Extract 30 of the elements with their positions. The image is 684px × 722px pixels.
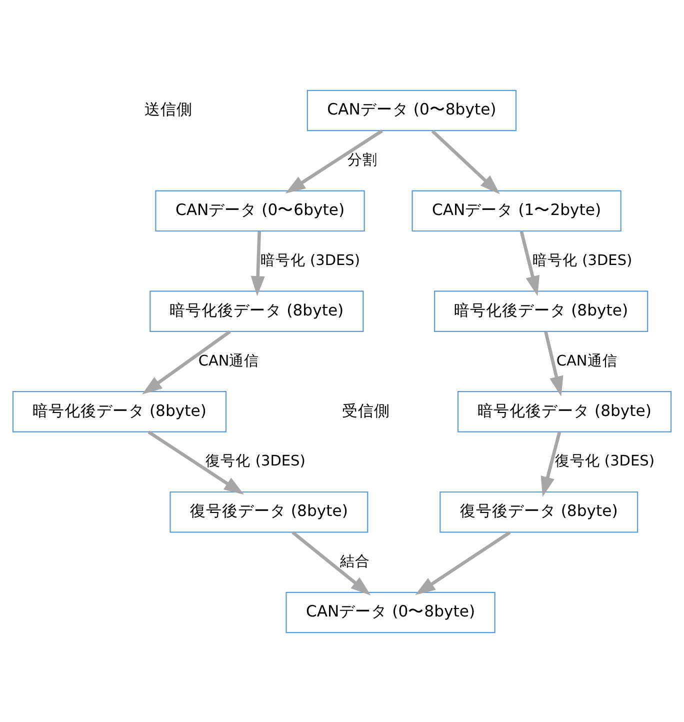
edge-label: 暗号化 (3DES) (532, 252, 632, 268)
arrow (285, 128, 383, 193)
node-box: 暗号化後データ (8byte) (457, 390, 672, 432)
edge-label: 結合 (340, 554, 370, 570)
node-box: 暗号化後データ (8byte) (150, 290, 364, 332)
arrow (540, 431, 562, 496)
edge-label: 復号化 (3DES) (554, 453, 655, 470)
node-box: CANデータ (0〜8byte) (286, 591, 496, 633)
edge-label: 復号化 (3DES) (206, 453, 306, 470)
arrow (148, 430, 244, 494)
arrow (142, 330, 231, 394)
edge-label: CAN通信 (198, 352, 260, 369)
arrow (431, 129, 500, 194)
label: 送信側 (144, 100, 193, 118)
arrow (415, 530, 511, 595)
arrow (292, 530, 371, 595)
node-box: CANデータ (0〜6byte) (155, 190, 365, 232)
edge-label: 暗号化 (3DES) (260, 252, 360, 268)
node-box: CANデータ (1〜2byte) (412, 190, 622, 232)
node-box: CANデータ (0〜8byte) (306, 89, 517, 131)
edge-label: CAN通信 (556, 352, 618, 369)
node-box: 復号後データ (8byte) (440, 490, 638, 532)
arrow (544, 330, 564, 396)
edge-label: 分割 (348, 152, 378, 168)
node-box: 暗号化後データ (8byte) (12, 390, 227, 432)
arrow (250, 230, 265, 296)
node-box: 復号後データ (8byte) (170, 490, 368, 532)
node-box: 暗号化後データ (8byte) (434, 290, 648, 332)
label: 受信側 (342, 401, 390, 420)
arrow (520, 230, 540, 296)
